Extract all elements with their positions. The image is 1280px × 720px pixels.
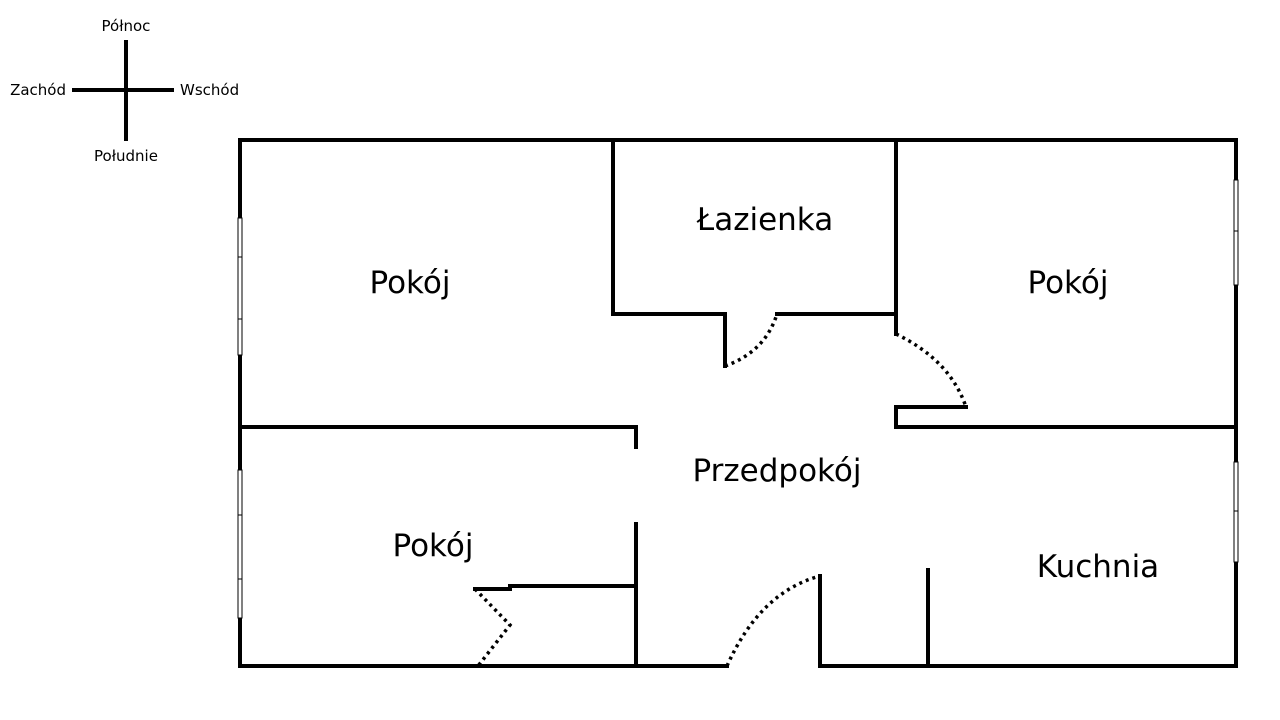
doors — [473, 313, 968, 668]
compass-north: Północ — [102, 17, 151, 35]
door-room-sw — [473, 587, 513, 668]
compass-east: Wschód — [180, 81, 239, 99]
compass: Północ Południe Zachód Wschód — [10, 17, 239, 165]
room-label-nw: Pokój — [370, 265, 451, 301]
door-bathroom — [724, 313, 779, 368]
window-east-1 — [1233, 179, 1239, 286]
window-west-1 — [237, 217, 243, 356]
windows — [237, 179, 1239, 619]
walls — [238, 138, 1238, 668]
window-west-2 — [237, 469, 243, 619]
room-label-sw: Pokój — [393, 528, 474, 564]
room-label-ne: Pokój — [1028, 265, 1109, 301]
door-entrance — [725, 574, 821, 667]
room-labels: Pokój Łazienka Pokój Przedpokój Pokój Ku… — [370, 202, 1160, 585]
compass-south: Południe — [94, 147, 158, 165]
room-label-hallway: Przedpokój — [693, 453, 862, 489]
room-label-bathroom: Łazienka — [696, 202, 833, 238]
door-room-ne — [895, 332, 968, 408]
compass-west: Zachód — [10, 81, 66, 99]
room-label-kitchen: Kuchnia — [1037, 549, 1159, 585]
window-east-2 — [1233, 461, 1239, 563]
